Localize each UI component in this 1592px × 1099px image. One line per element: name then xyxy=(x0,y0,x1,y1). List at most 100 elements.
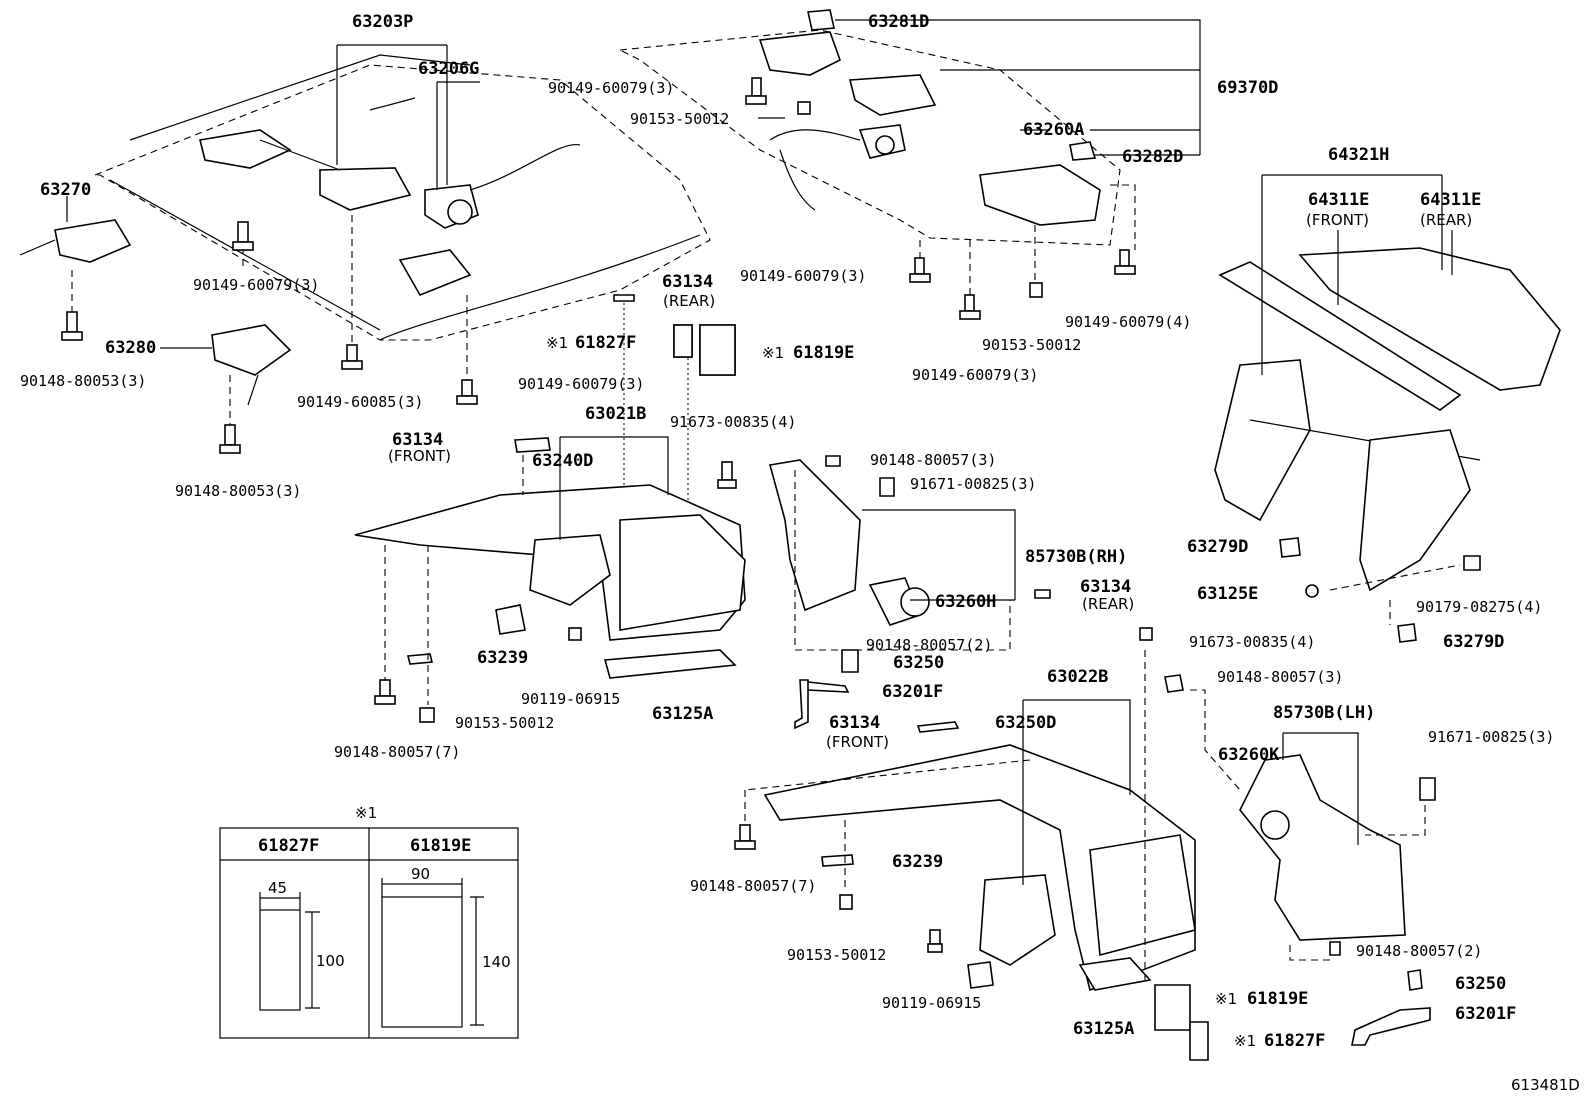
motor-assembly-rh xyxy=(768,455,1016,673)
callout-label: 91673-00835(4) xyxy=(670,413,796,431)
callout-label: 64311E xyxy=(1420,190,1481,210)
callout-label: 90149-60085(3) xyxy=(297,393,423,411)
callout-label: 63280 xyxy=(105,338,156,358)
callout-label: 63203P xyxy=(352,12,413,32)
callout-labels: 63203P 63206G 63270 90149-60079(3) 63280… xyxy=(20,12,1580,1094)
callout-label: 90149-60079(3) xyxy=(518,375,644,393)
callout-label: 63240D xyxy=(532,451,593,471)
callout-label: 90149-60079(3) xyxy=(740,267,866,285)
motor-assembly-lh xyxy=(1164,674,1436,1046)
callout-label: 63250D xyxy=(995,713,1056,733)
callout-label: 90119-06915 xyxy=(882,994,981,1012)
roof-panel-assembly xyxy=(19,44,711,454)
callout-label: (FRONT) xyxy=(826,733,889,751)
bolt-icon xyxy=(419,707,435,723)
bolt-icon xyxy=(1139,627,1153,641)
callout-label: 90119-06915 xyxy=(521,690,620,708)
callout-label: (FRONT) xyxy=(1306,211,1369,229)
callout-label: (FRONT) xyxy=(388,447,451,465)
bracket-63201F xyxy=(794,679,850,730)
front-frame-lh xyxy=(734,627,1209,1061)
legend-col2-title: 61819E xyxy=(410,836,471,856)
diagram-code: 613481D xyxy=(1511,1076,1580,1094)
bolt-icon xyxy=(959,294,981,320)
callout-label: 91673-00835(4) xyxy=(1189,633,1315,651)
callout-label: 90148-80057(2) xyxy=(1356,942,1482,960)
callout-label: 63260H xyxy=(935,592,996,612)
bolt-icon xyxy=(1029,282,1043,298)
cushion-61827F-upper xyxy=(673,324,693,358)
callout-label: 90148-80057(2) xyxy=(866,636,992,654)
callout-label: 63134 xyxy=(1080,577,1131,597)
callout-label: 90149-60079(3) xyxy=(912,366,1038,384)
callout-label: 61827F xyxy=(575,333,636,353)
callout-label: 90148-80053(3) xyxy=(20,372,146,390)
callout-label: 61819E xyxy=(1247,989,1308,1009)
callout-label: 90153-50012 xyxy=(982,336,1081,354)
clip-63134-rear-mid xyxy=(613,294,635,302)
bolt-icon xyxy=(374,679,396,705)
callout-label: 63021B xyxy=(585,404,646,424)
callout-label: ※1 xyxy=(546,334,568,352)
callout-label: ※1 xyxy=(1215,990,1237,1008)
callout-label: 63134 xyxy=(392,430,443,450)
callout-label: 63279D xyxy=(1443,632,1504,652)
callout-label: 90179-08275(4) xyxy=(1416,598,1542,616)
bolt-icon xyxy=(839,894,853,910)
callout-label: 63125A xyxy=(1073,1019,1134,1039)
bolt-icon xyxy=(745,77,767,105)
callout-label: 64321H xyxy=(1328,145,1389,165)
legend-table: ※1 61827F 61819E 45 100 90 140 xyxy=(219,804,519,1039)
callout-label: 63250 xyxy=(1455,974,1506,994)
legend-col2-width: 90 xyxy=(411,865,430,883)
tonneau-assembly xyxy=(1214,174,1561,643)
callout-label: 63239 xyxy=(892,852,943,872)
callout-label: 91671-00825(3) xyxy=(1428,728,1554,746)
callout-label: 63134 xyxy=(662,272,713,292)
bolt-icon xyxy=(456,379,478,405)
callout-label: (REAR) xyxy=(663,292,715,310)
callout-label: 63201F xyxy=(1455,1004,1516,1024)
callout-label: 63282D xyxy=(1122,147,1183,167)
callout-label: 63260K xyxy=(1218,745,1280,765)
callout-label: 85730B(RH) xyxy=(1025,547,1127,567)
callout-label: 90149-60079(3) xyxy=(548,79,674,97)
legend-col2-height: 140 xyxy=(482,953,511,971)
callout-label: 63279D xyxy=(1187,537,1248,557)
callout-label: (REAR) xyxy=(1420,211,1472,229)
bolt-icon xyxy=(717,461,737,489)
callout-label: ※1 xyxy=(1234,1032,1256,1050)
bolt-icon xyxy=(568,627,582,641)
callout-label: 63022B xyxy=(1047,667,1108,687)
callout-label: 63239 xyxy=(477,648,528,668)
bracket-63134-front xyxy=(916,721,960,733)
rear-panel-assembly xyxy=(618,9,1201,320)
bolt-icon xyxy=(232,221,254,251)
legend-col1-title: 61827F xyxy=(258,836,319,856)
bolt-icon xyxy=(734,824,756,850)
callout-label: 61827F xyxy=(1264,1031,1325,1051)
callout-label: 90149-60079(4) xyxy=(1065,313,1191,331)
callout-label: 90149-60079(3) xyxy=(193,276,319,294)
bolt-icon xyxy=(61,311,83,341)
callout-label: 90153-50012 xyxy=(455,714,554,732)
legend-mark: ※1 xyxy=(355,804,377,822)
callout-label: 90153-50012 xyxy=(787,946,886,964)
bolt-icon xyxy=(341,344,363,370)
legend-col1-height: 100 xyxy=(316,952,345,970)
callout-label: 63125E xyxy=(1197,584,1258,604)
callout-label: ※1 xyxy=(762,344,784,362)
callout-label: 63260A xyxy=(1023,120,1084,140)
callout-label: 69370D xyxy=(1217,78,1278,98)
callout-label: 91671-00825(3) xyxy=(910,475,1036,493)
bolt-icon xyxy=(1114,249,1136,275)
callout-label: 63134 xyxy=(829,713,880,733)
callout-label: 63201F xyxy=(882,682,943,702)
callout-label: 63206G xyxy=(418,59,479,79)
callout-label: 90148-80057(7) xyxy=(334,743,460,761)
callout-label: 61819E xyxy=(793,343,854,363)
bolt-icon xyxy=(909,257,931,283)
callout-label: 90148-80057(7) xyxy=(690,877,816,895)
cushion-61819E-upper xyxy=(699,324,736,376)
